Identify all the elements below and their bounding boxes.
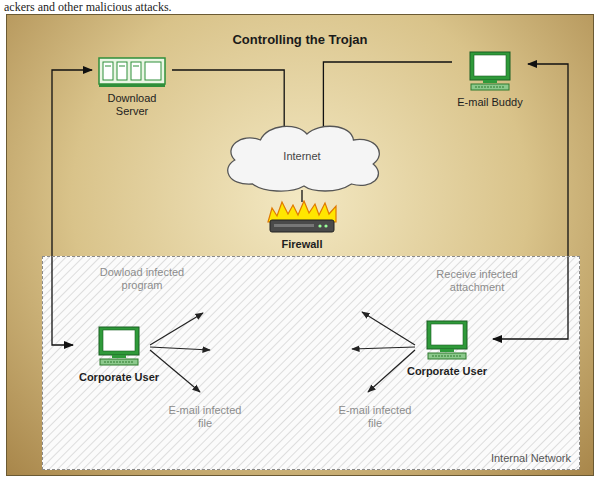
node-label: Internet bbox=[283, 150, 320, 163]
corporate-user: Corporate User bbox=[73, 325, 165, 384]
firewall: Firewall bbox=[258, 200, 346, 251]
connector bbox=[301, 190, 302, 202]
download-server: Download Server bbox=[92, 56, 172, 118]
node-label: Download Server bbox=[92, 92, 172, 118]
node-label: Corporate User bbox=[73, 371, 165, 384]
server-icon bbox=[97, 56, 167, 92]
node-label: E-mail Buddy bbox=[452, 96, 528, 109]
node-label: Corporate User bbox=[401, 365, 493, 378]
internet-cloud: Internet bbox=[213, 118, 391, 194]
fan-arrows bbox=[150, 312, 415, 392]
node-label: Internal Network bbox=[491, 452, 571, 465]
flow-note: Receive infected attachment bbox=[414, 268, 540, 294]
connector bbox=[323, 62, 452, 128]
flow-note: Dowload infected program bbox=[86, 266, 198, 292]
node-label: Firewall bbox=[258, 238, 346, 251]
connector bbox=[172, 70, 284, 128]
diagram-title: Controlling the Trojan bbox=[0, 32, 600, 47]
flow-note: E-mail infected file bbox=[168, 404, 242, 430]
monitor-icon bbox=[96, 325, 142, 371]
corporate-user: Corporate User bbox=[401, 319, 493, 378]
monitor-icon bbox=[424, 319, 470, 365]
connector bbox=[52, 70, 92, 345]
cropped-text: ackers and other malicious attacks. bbox=[4, 0, 304, 14]
network-hatch bbox=[42, 256, 580, 470]
monitor-icon bbox=[467, 50, 513, 96]
flow-note: E-mail infected file bbox=[338, 404, 412, 430]
email-buddy: E-mail Buddy bbox=[452, 50, 528, 109]
firewall-icon bbox=[262, 200, 342, 238]
